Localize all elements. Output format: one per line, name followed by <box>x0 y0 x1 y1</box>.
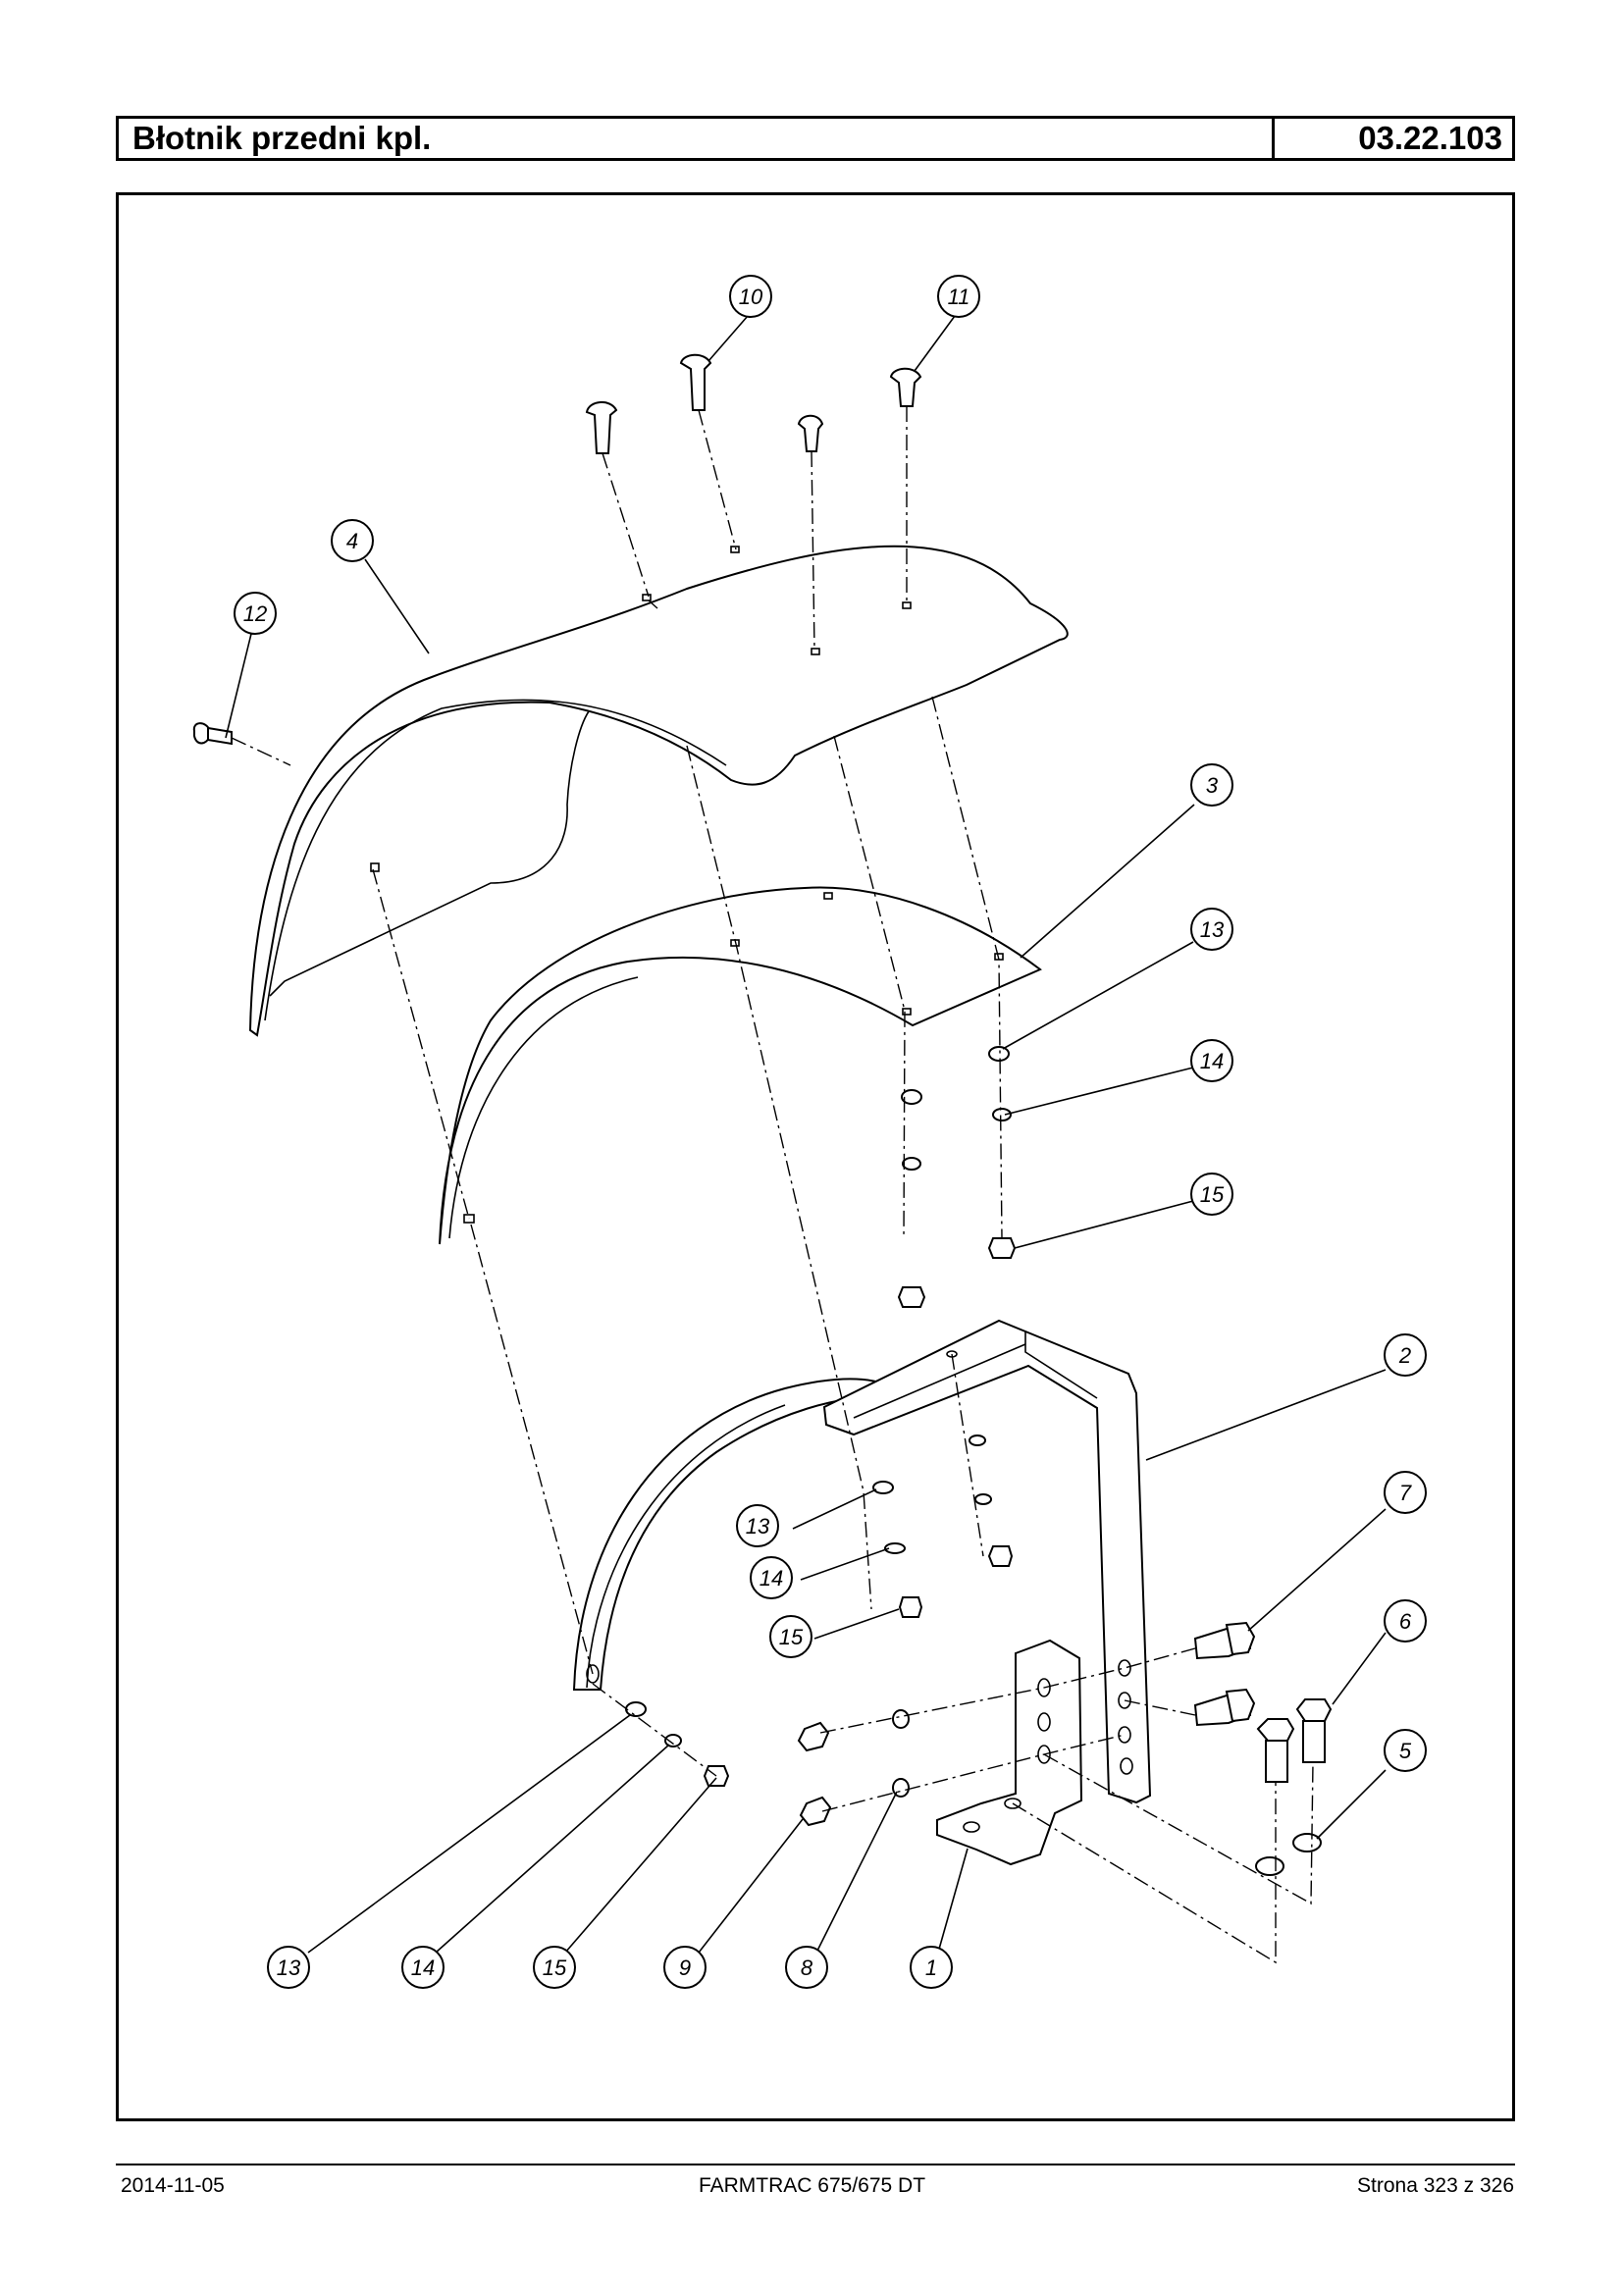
callout-4: 4 <box>331 519 374 562</box>
callout-label: 14 <box>1200 1049 1224 1073</box>
callout-label: 14 <box>411 1956 435 1980</box>
callout-label: 13 <box>746 1514 770 1539</box>
carriage-bolts <box>192 353 922 746</box>
upper-fender <box>248 545 1069 1037</box>
drawing-frame <box>116 192 1515 2121</box>
page-title: Błotnik przedni kpl. <box>119 119 1275 158</box>
footer-divider <box>116 2164 1515 2165</box>
callout-9: 9 <box>663 1946 707 1989</box>
callout-label: 11 <box>948 285 970 309</box>
callout-15-middle: 15 <box>769 1615 812 1658</box>
callout-13-right: 13 <box>1190 908 1233 951</box>
footer-page-number: Strona 323 z 326 <box>1357 2174 1514 2197</box>
callout-label: 12 <box>243 601 267 626</box>
callout-3: 3 <box>1190 763 1233 807</box>
mounting-bracket-base <box>936 1639 1083 1866</box>
callout-15-bottom: 15 <box>533 1946 576 1989</box>
fender-inner-plate <box>439 886 1042 1245</box>
callout-label: 13 <box>277 1956 301 1980</box>
callout-label: 15 <box>1200 1182 1225 1207</box>
callout-2: 2 <box>1384 1333 1427 1377</box>
callout-label: 4 <box>346 529 358 553</box>
callout-label: 10 <box>739 285 763 309</box>
callout-label: 14 <box>760 1566 783 1591</box>
callout-label: 5 <box>1399 1739 1412 1763</box>
callout-6: 6 <box>1384 1599 1427 1643</box>
callout-label: 2 <box>1398 1343 1411 1368</box>
leader-lines <box>225 315 1387 1954</box>
callout-13-bottom: 13 <box>267 1946 310 1989</box>
callout-label: 13 <box>1200 917 1225 942</box>
hex-bolts <box>1193 1621 1333 1783</box>
callout-label: 15 <box>779 1625 804 1649</box>
fasteners <box>625 1046 1322 1876</box>
callout-12: 12 <box>234 592 277 635</box>
title-bar: Błotnik przedni kpl. 03.22.103 <box>116 116 1515 161</box>
callout-label: 3 <box>1206 773 1219 798</box>
callout-7: 7 <box>1384 1471 1427 1514</box>
callout-14-bottom: 14 <box>401 1946 445 1989</box>
callout-label: 15 <box>543 1956 567 1980</box>
callout-14-middle: 14 <box>750 1556 793 1599</box>
callout-label: 9 <box>679 1956 691 1980</box>
callout-8: 8 <box>785 1946 828 1989</box>
footer-date: 2014-11-05 <box>121 2174 225 2197</box>
callout-15-right: 15 <box>1190 1173 1233 1216</box>
callout-label: 8 <box>801 1956 813 1980</box>
exploded-parts-diagram: 10 11 4 12 3 13 14 15 2 13 14 15 7 6 5 1… <box>192 275 1427 1989</box>
part-group-code: 03.22.103 <box>1358 120 1502 156</box>
fender-bracket <box>822 1319 1152 1804</box>
callout-label: 1 <box>925 1956 937 1980</box>
callout-10: 10 <box>729 275 772 318</box>
callout-14-right: 14 <box>1190 1039 1233 1082</box>
callout-1: 1 <box>910 1946 953 1989</box>
callout-label: 7 <box>1399 1481 1412 1505</box>
callout-5: 5 <box>1384 1729 1427 1772</box>
assembly-lines <box>231 406 1314 1964</box>
callout-11: 11 <box>937 275 980 318</box>
callout-label: 6 <box>1399 1609 1412 1634</box>
callout-13-middle: 13 <box>736 1504 779 1547</box>
footer-model: FARMTRAC 675/675 DT <box>698 2174 926 2197</box>
